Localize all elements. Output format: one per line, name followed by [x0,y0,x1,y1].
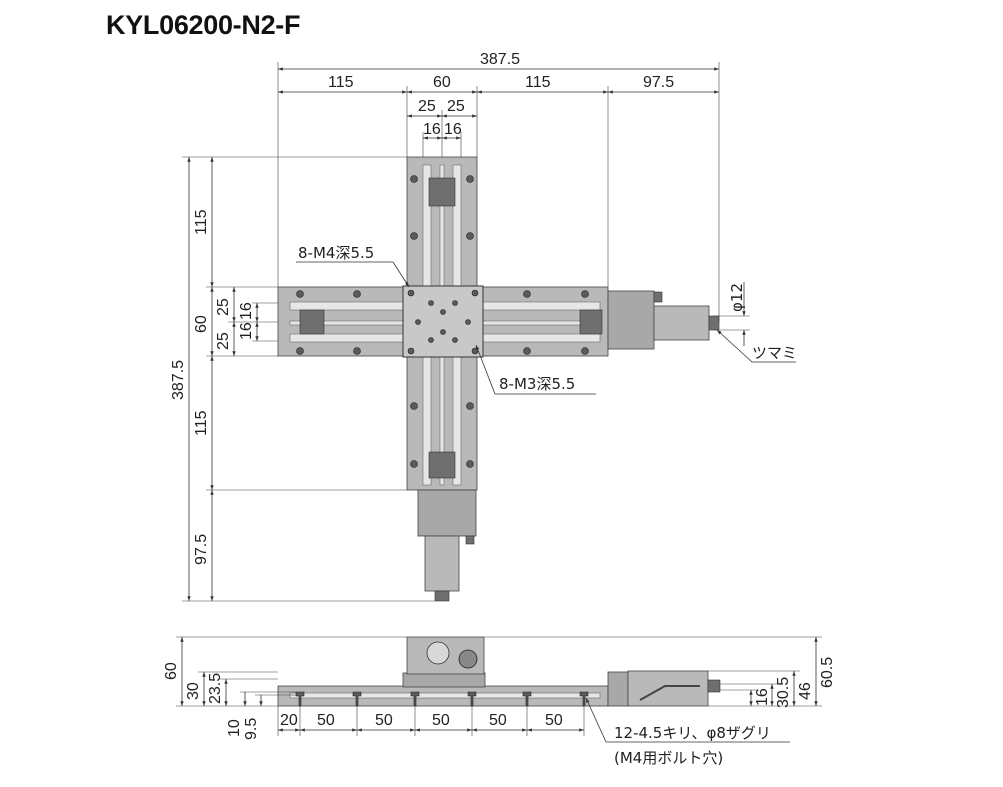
dim-top-f1: 16 [423,121,441,138]
y-stopper-top [428,177,456,207]
label-m3: 8-M3深5.5 [499,375,575,393]
dim-top-a: 115 [328,74,354,91]
dim-side-p50-3: 50 [432,712,450,729]
top-view: 387.5 115 60 115 97.5 25 25 16 16 387.5 … [170,51,797,602]
center-table [402,285,484,358]
dim-side-h60: 60 [163,662,180,680]
y-knob [434,590,450,602]
label-holes-line2: (M4用ボルト穴) [614,749,723,767]
x-stopper-left [299,309,325,335]
dim-side-h23-5: 23.5 [207,673,224,704]
dim-side-r16: 16 [754,688,771,706]
dim-left-c: 115 [193,410,210,436]
dim-top-c: 115 [525,74,551,91]
y-stopper-bottom [428,451,456,479]
dim-left-a: 115 [193,209,210,235]
dim-side-p50-4: 50 [489,712,507,729]
dim-top-e1: 25 [418,98,436,115]
dim-side-p20: 20 [280,712,298,729]
side-view: 60 30 23.5 10 9.5 20 50 50 50 50 50 12-4… [163,636,836,767]
label-holes-line1: 12-4.5キリ、φ8ザグリ [614,724,771,742]
dim-side-h30: 30 [185,682,202,700]
dim-side-r60-5: 60.5 [819,657,836,688]
dim-side-r46: 46 [797,682,814,700]
side-x-knob [707,679,721,693]
x-stopper-right [579,309,603,335]
y-motor-block [417,489,477,537]
dim-top-d: 97.5 [643,74,674,91]
dim-top-e2: 25 [447,98,465,115]
table-holes [407,289,479,355]
side-x-motor [627,670,709,707]
label-phi12: φ12 [728,283,746,312]
label-knob: ツマミ [752,344,797,362]
dim-left-d: 97.5 [193,534,210,565]
dim-left-e2: 25 [215,332,232,350]
label-m4: 8-M4深5.5 [298,244,374,262]
dim-left-e1: 25 [215,298,232,316]
dim-side-p50-1: 50 [317,712,335,729]
dim-top-b: 60 [433,74,451,91]
dim-side-p50-2: 50 [375,712,393,729]
dim-top-f2: 16 [444,121,462,138]
dim-side-h9-5: 9.5 [243,718,260,740]
dim-left-overall: 387.5 [170,360,187,400]
y-mount-holes [410,175,474,468]
y-motor [424,535,460,592]
page-title: KYL06200-N2-F [106,10,301,40]
dim-left-f1: 16 [238,302,255,320]
x-motor-block [607,290,655,350]
x-mount-holes [296,290,589,355]
x-knob [708,315,720,331]
x-motor [653,305,710,341]
dim-side-r30-5: 30.5 [775,677,792,708]
side-x-table [402,672,486,688]
dim-left-b: 60 [193,315,210,333]
dim-left-f2: 16 [238,322,255,340]
side-y-knob [458,649,478,669]
side-x-motor-block [607,671,629,707]
dim-side-p50-5: 50 [545,712,563,729]
dim-side-h10: 10 [226,719,243,737]
dim-top-overall: 387.5 [480,51,520,68]
side-bolt-holes [295,691,589,707]
